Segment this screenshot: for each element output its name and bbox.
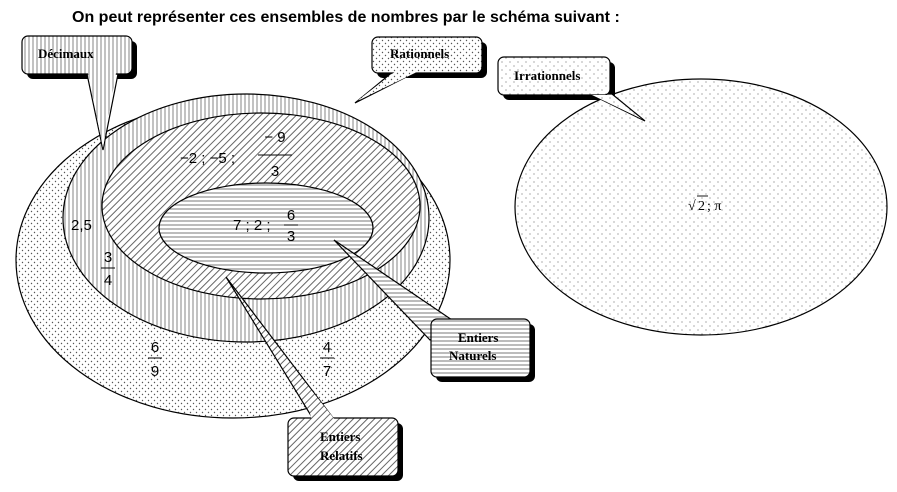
- callout-rationnels-label: Rationnels: [390, 46, 449, 61]
- decimaux-value: 2,5: [71, 217, 92, 234]
- callout-decimaux-label: Décimaux: [38, 46, 94, 61]
- naturels-examples: 7 ; 2 ; 6 3: [233, 207, 298, 245]
- decimaux-frac-den: 4: [104, 272, 112, 289]
- naturels-frac-den: 3: [287, 228, 295, 245]
- rationnels-frac1-num: 6: [151, 339, 159, 356]
- callout-entiers-relatifs-line1: Entiers: [320, 429, 360, 444]
- callout-entiers-naturels-line2: Naturels: [449, 348, 496, 363]
- irrationnels-radical-sign: √: [688, 199, 696, 214]
- relatifs-frac-num: − 9: [264, 129, 285, 146]
- irrationnels-set: [514, 78, 888, 336]
- callout-irrationnels: Irrationnels: [497, 56, 646, 122]
- callout-decimaux: Décimaux: [21, 35, 137, 151]
- naturels-frac-num: 6: [287, 207, 295, 224]
- callout-irrationnels-label: Irrationnels: [514, 68, 580, 83]
- rationnels-examples: 6 9 4 7: [148, 339, 334, 380]
- callout-entiers-naturels: Entiers Naturels: [333, 239, 535, 382]
- callout-rationnels: Rationnels: [354, 36, 487, 104]
- decimaux-examples: 2,5 3 4: [71, 217, 115, 289]
- rationnels-frac2-num: 4: [323, 339, 331, 356]
- relatifs-frac-den: 3: [271, 163, 279, 180]
- relatifs-example-text: −2 ; −5 ;: [180, 150, 235, 167]
- irrationnels-radicand: 2: [698, 199, 705, 214]
- entiers-naturels-set: [158, 182, 374, 274]
- decimaux-frac-num: 3: [104, 249, 112, 266]
- callout-entiers-naturels-line1: Entiers: [458, 330, 498, 345]
- rationnels-frac2-den: 7: [323, 363, 331, 380]
- callout-entiers-relatifs: Entiers Relatifs: [225, 276, 403, 481]
- page-heading: On peut représenter ces ensembles de nom…: [72, 9, 620, 26]
- rationnels-frac1-den: 9: [151, 363, 159, 380]
- relatifs-examples: −2 ; −5 ; − 9 3: [180, 129, 292, 180]
- irrationnels-examples: √ 2 ; π: [688, 195, 721, 214]
- callout-entiers-relatifs-line2: Relatifs: [320, 448, 363, 463]
- irrationnels-rest: ; π: [707, 199, 721, 214]
- naturels-example-text: 7 ; 2 ;: [233, 217, 271, 234]
